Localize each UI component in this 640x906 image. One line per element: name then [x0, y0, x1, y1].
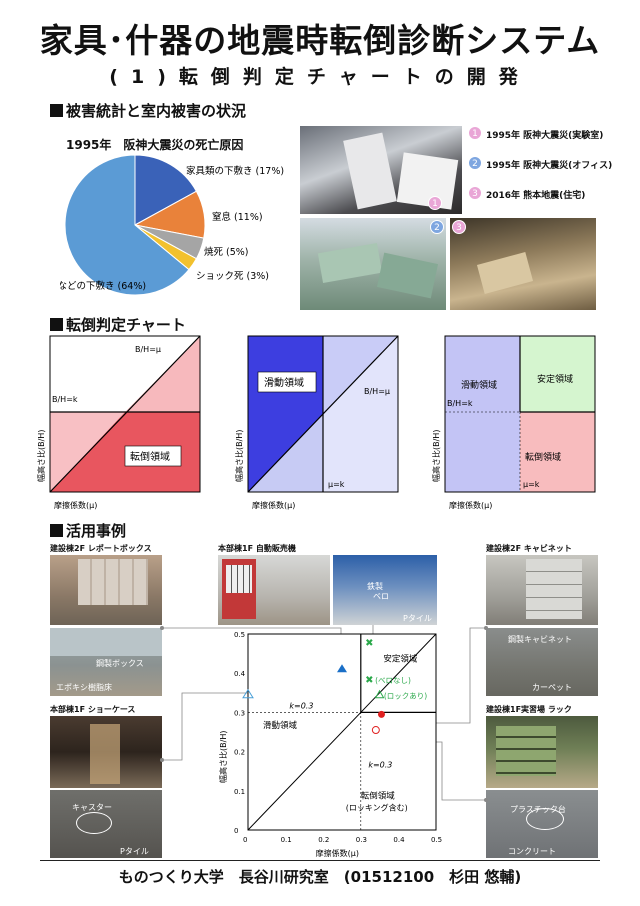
region-topple: 転倒領域 — [130, 450, 170, 463]
c3-eq-mu-k: μ=k — [523, 480, 540, 489]
xlabel-1: 摩擦係数(μ) — [54, 500, 97, 510]
photo-showcase-detail: キャスター Pタイル — [50, 790, 162, 858]
section-heading-chart: 転倒判定チャート — [50, 314, 186, 335]
case-title-cabinet: 建設棟2F キャビネット — [486, 544, 572, 553]
ytick: 0.3 — [234, 709, 245, 717]
k-label-v: k=0.3 — [368, 760, 392, 769]
case-title-rack: 建設棟1F実習場 ラック — [486, 705, 572, 714]
point-vending: ✖ — [365, 638, 373, 649]
pie-label-furniture: 家具類の下敷き (17%) — [186, 165, 284, 177]
pie-label-pillars: 柱などの下敷き (64%) — [60, 280, 146, 292]
plot-topple: 転倒領域 — [361, 791, 396, 802]
photo-office-damage: 2 — [300, 218, 446, 310]
section-heading-cases: 活用事例 — [50, 520, 126, 541]
footer-credit: ものつくり大学 長谷川研究室 (01512100 杉田 悠輔) — [118, 868, 522, 886]
k-label-h: k=0.3 — [289, 701, 313, 710]
pie-slice-0 — [134, 154, 198, 226]
ytick: 0 — [234, 827, 238, 835]
pie-title: 1995年 阪神大震災の死亡原因 — [66, 138, 244, 152]
case-plot: 0 0.1 0.2 0.3 0.4 0.5 0 0.1 0.2 0.3 0.4 0.5 摩擦係数(μ) 幅… — [218, 631, 442, 858]
xtick: 0.3 — [356, 836, 367, 844]
photo-vending — [218, 555, 330, 625]
point-rack — [377, 710, 385, 718]
photo-cabinet-detail: 鋼製キャビネット カーペット — [486, 628, 598, 696]
ytick: 0.2 — [234, 749, 245, 757]
xlabel-3: 摩擦係数(μ) — [449, 500, 492, 510]
topple-chart-2: 滑動領域 B/H=μ μ=k 幅高さ比(B/H) 摩擦係数(μ) — [234, 335, 399, 510]
point-cabinet — [374, 689, 385, 699]
poster-subtitle: (1)転倒判定チャートの開発 — [109, 66, 531, 88]
photo-vending-detail: 鉄製 ベロ Pタイル — [333, 555, 437, 625]
eq-mu-k: μ=k — [328, 480, 345, 489]
plot-ylabel: 幅高さ比(B/H) — [218, 731, 228, 783]
ylabel-3: 幅高さ比(B/H) — [431, 430, 441, 482]
c3-slide: 滑動領域 — [461, 379, 497, 391]
section-heading-damage: 被害統計と室内被害の状況 — [50, 100, 246, 121]
photo-report-box — [50, 555, 162, 625]
point-rack-plastic — [371, 726, 380, 735]
point-showcase — [242, 688, 254, 699]
case-title-report-box: 建設棟2F レポートボックス — [50, 544, 152, 553]
xtick: 0.2 — [318, 836, 329, 844]
plot-stable: 安定領域 — [383, 653, 418, 664]
photo-lab-damage: 1 — [300, 126, 462, 214]
xtick: 0 — [243, 836, 247, 844]
pie-slice-4 — [64, 154, 190, 296]
note-nobero: (ベロなし) — [375, 676, 411, 685]
photo-house-damage: 3 — [450, 218, 596, 310]
ylabel-2: 幅高さ比(B/H) — [234, 430, 244, 482]
ytick: 0.5 — [234, 631, 245, 639]
poster-title: 家具･什器の地震時転倒診断システム — [39, 21, 601, 60]
plot-slide: 滑動領域 — [263, 720, 298, 731]
diag-line — [247, 633, 437, 831]
photo-rack — [486, 716, 598, 788]
pie-label-suffocation: 窒息 (11%) — [212, 211, 263, 223]
eq-bh-mu: B/H=μ — [135, 345, 161, 354]
note-lockari: (ロックあり) — [384, 692, 427, 701]
xtick: 0.5 — [431, 836, 442, 844]
case-title-showcase: 本部棟1F ショーケース — [50, 705, 136, 714]
xlabel-2: 摩擦係数(μ) — [252, 500, 295, 510]
point-vending-nobero: ✖ — [365, 675, 373, 686]
topple-chart-1: B/H=μ B/H=k 転倒領域 幅高さ比(B/H) 摩擦係数(μ) — [36, 335, 201, 510]
ylabel-1: 幅高さ比(B/H) — [36, 430, 46, 482]
ytick: 0.1 — [234, 788, 245, 796]
photo-report-box-detail: 鋼製ボックス エポキシ樹脂床 — [50, 628, 162, 696]
pie-chart: 家具類の下敷き (17%) 窒息 (11%) 焼死 (5%) ショック死 (3%… — [60, 154, 284, 296]
c3-eq-bh-k: B/H=k — [447, 399, 473, 408]
pie-label-shock: ショック死 (3%) — [196, 271, 269, 282]
eq-bh-k: B/H=k — [52, 395, 78, 404]
photo-rack-detail: プラスチック台 コンクリート — [486, 790, 598, 858]
eq-bh-mu-2: B/H=μ — [364, 387, 390, 396]
ytick: 0.4 — [234, 670, 246, 678]
pie-label-fire: 焼死 (5%) — [204, 246, 249, 258]
photo-showcase — [50, 716, 162, 788]
xtick: 0.4 — [393, 836, 405, 844]
case-title-vending: 本部棟1F 自動販売機 — [218, 544, 296, 553]
footer-rule — [40, 860, 600, 861]
c3-topple: 転倒領域 — [525, 451, 561, 463]
plot-topple-note: (ロッキング含む) — [346, 802, 408, 812]
xtick: 0.1 — [281, 836, 292, 844]
c3-stable: 安定領域 — [537, 373, 573, 385]
point-report-box — [337, 664, 347, 673]
topple-chart-3: 滑動領域 安定領域 転倒領域 B/H=k μ=k 幅高さ比(B/H) 摩擦係数(… — [431, 335, 596, 510]
region-slide: 滑動領域 — [264, 376, 304, 389]
photo-cabinet — [486, 555, 598, 625]
plot-xlabel: 摩擦係数(μ) — [316, 848, 359, 858]
